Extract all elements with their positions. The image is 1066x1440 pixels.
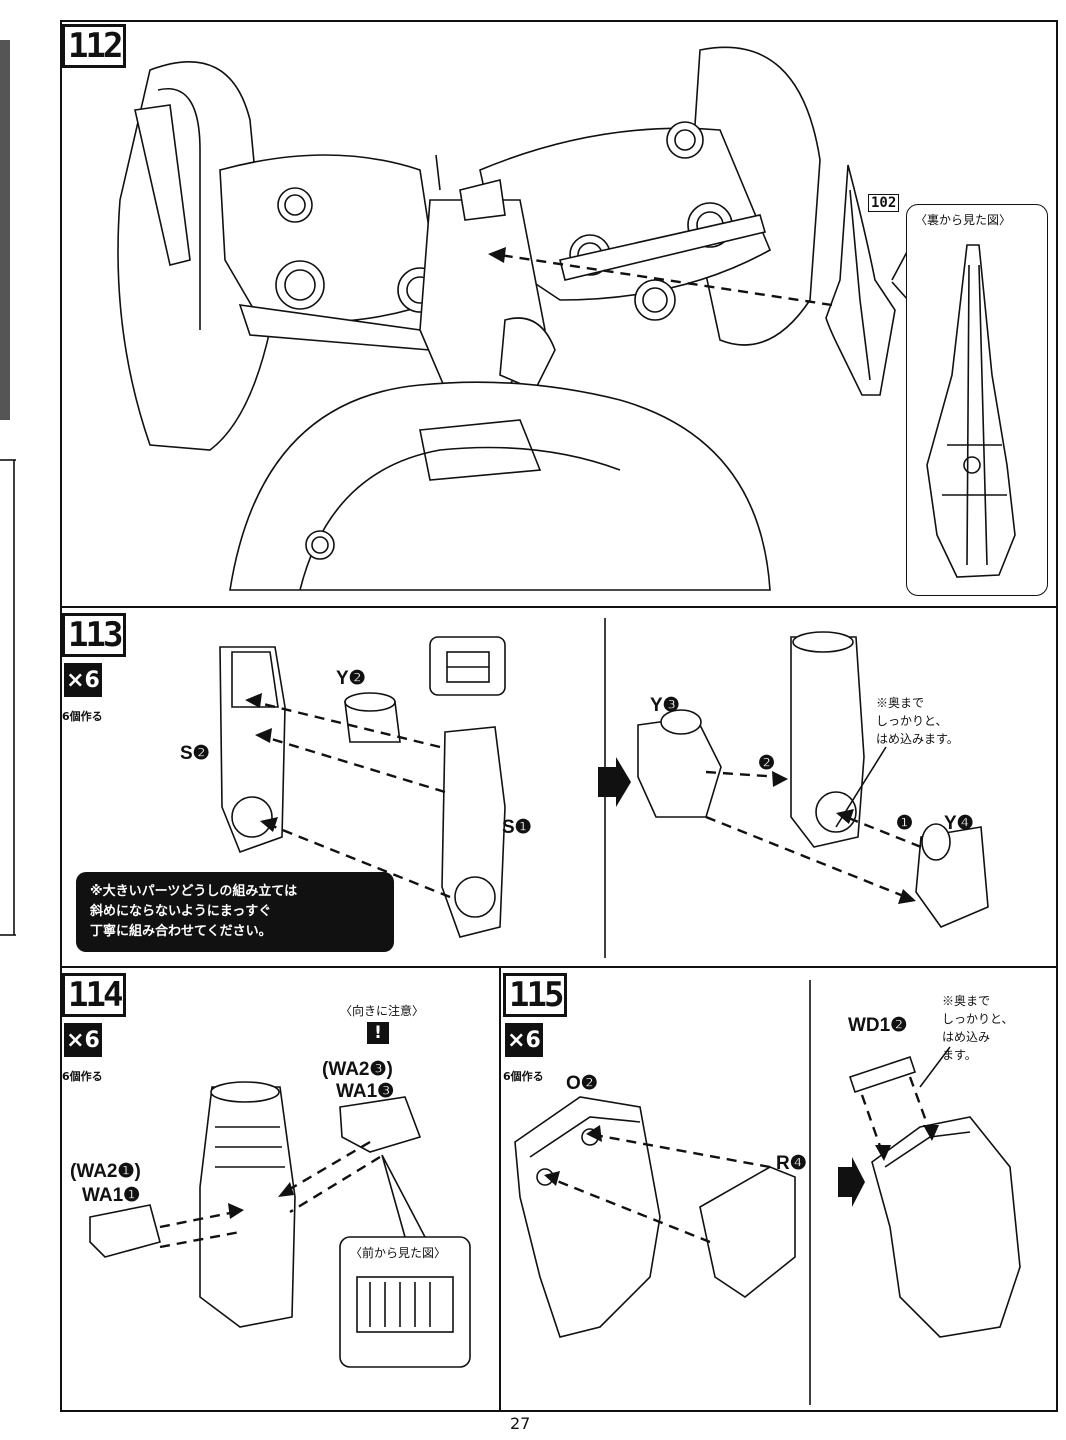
step-115-illustration [514, 1046, 1021, 1338]
part-o2-label: O❷ [566, 1073, 598, 1094]
order-second-marker: ❷ [758, 753, 776, 774]
instruction-page-frame [60, 20, 1058, 1412]
page-number: 27 [510, 1414, 531, 1433]
step-number: 115 [503, 973, 568, 1017]
insert-fully-note: ※奥まで しっかりと、 はめ込み ます。 [942, 994, 1014, 1062]
make-count: 6個作る [503, 1070, 544, 1083]
part-wa1-1-label: WA1❶ [82, 1185, 141, 1206]
part-y2-label: Y❷ [336, 668, 366, 689]
mobile-armor-back-illustration [117, 46, 909, 591]
make-count: 6個作る [62, 710, 103, 723]
step-113-right-illustration [598, 631, 989, 928]
orientation-note: 〈向きに注意〉 [340, 1004, 425, 1018]
front-view-label: 〈前から見た図〉 [350, 1246, 447, 1260]
step-number: 114 [62, 973, 127, 1017]
order-first-marker: ❶ [896, 813, 914, 834]
part-wa1-3-label: WA1❸ [336, 1081, 395, 1102]
insert-fully-note: ※奥まで しっかりと、 はめ込みます。 [876, 696, 959, 746]
part-s1-label: S❶ [502, 817, 532, 838]
adjacent-page-edge [0, 40, 16, 936]
part-y4-label: Y❹ [944, 813, 974, 834]
multiplier-badge: ×6 [505, 1023, 543, 1057]
step-113-left-illustration [219, 636, 506, 938]
back-view-label: 〈裏から見た図〉 [915, 213, 1012, 227]
part-y3-label: Y❸ [650, 695, 680, 716]
part-back-view-illustration [926, 244, 1016, 578]
step-number: 112 [62, 24, 127, 68]
make-count: 6個作る [62, 1070, 103, 1083]
part-wa2-1-label: (WA2❶) [70, 1161, 141, 1182]
part-wd1-2-label: WD1❷ [848, 1015, 908, 1036]
part-r4-label: R❹ [776, 1153, 807, 1174]
multiplier-badge: ×6 [64, 1023, 102, 1057]
part-s2-label: S❷ [180, 743, 210, 764]
multiplier-badge: ×6 [64, 663, 102, 697]
step-114-illustration [89, 1081, 471, 1368]
assembly-caution-notice: ※大きいパーツどうしの組み立ては 斜めにならないようにまっすぐ 丁寧に組み合わせ… [76, 872, 394, 953]
part-wa2-3-label: (WA2❸) [322, 1059, 393, 1080]
part-ref-102: 102 [868, 194, 900, 212]
back-view-callout: 〈裏から見た図〉 [906, 204, 1048, 596]
step-number: 113 [62, 613, 127, 657]
adjacent-page-strip [0, 0, 18, 1440]
exclamation-icon: ! [367, 1022, 389, 1044]
